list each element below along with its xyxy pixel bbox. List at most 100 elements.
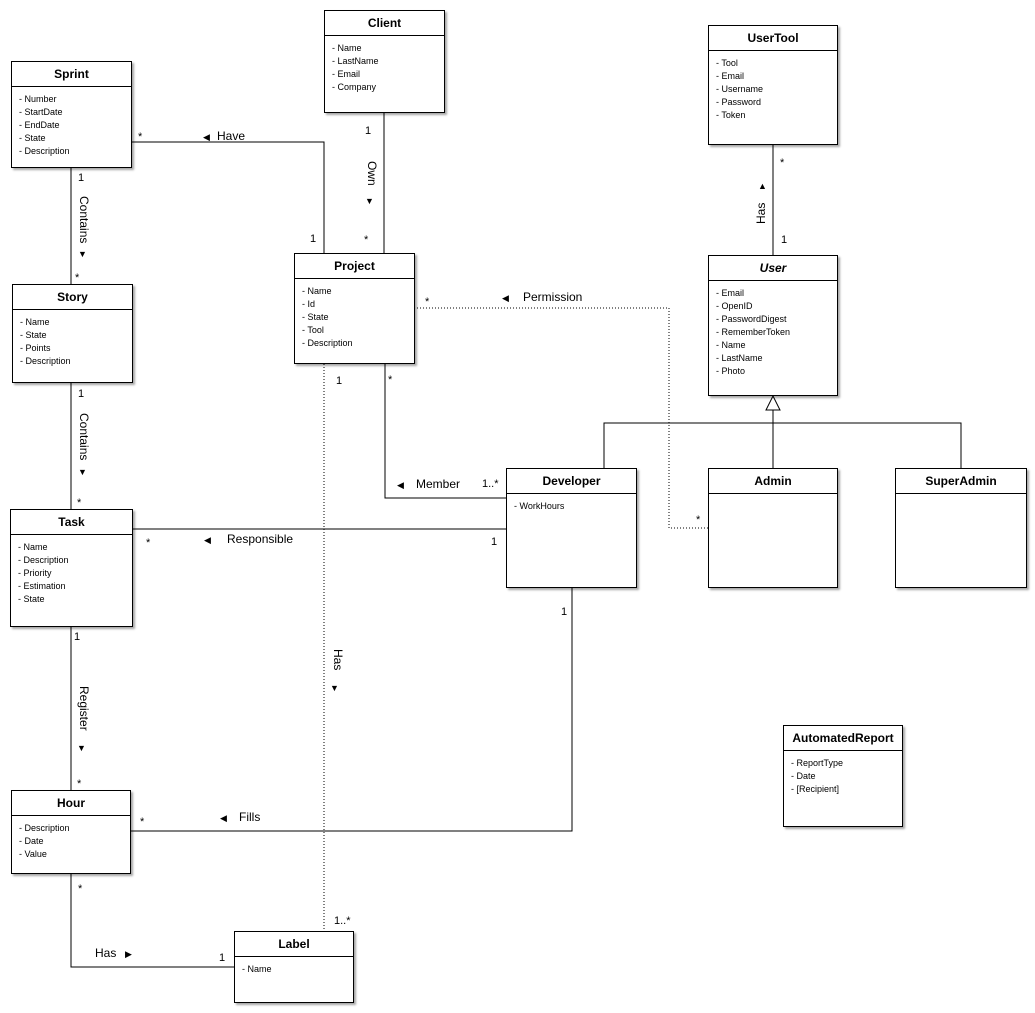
fills-label: Fills [239, 810, 261, 824]
class-project[interactable]: Project - Name - Id - State - Tool - Des… [294, 253, 415, 364]
fills-mult-hour: * [140, 816, 145, 828]
class-developer[interactable]: Developer - WorkHours [506, 468, 637, 588]
class-attribute: - Name [716, 340, 746, 350]
class-attribute: - Company [332, 82, 377, 92]
permission-mult-project: * [425, 296, 430, 308]
class-attribute: - Tool [302, 325, 324, 335]
class-user[interactable]: User - Email - OpenID - PasswordDigest -… [708, 255, 838, 396]
register-label: Register [77, 686, 91, 731]
class-attribute: - Date [791, 771, 816, 781]
have-mult-project: 1 [310, 233, 317, 245]
class-sprint[interactable]: Sprint - Number - StartDate - EndDate - … [11, 61, 132, 168]
fills-line [131, 588, 573, 832]
generalization-branch [603, 422, 962, 468]
class-client-attributes: - Name - LastName - Email - Company [325, 36, 444, 94]
class-hour-title: Hour [12, 791, 130, 816]
class-attribute: - Estimation [18, 581, 66, 591]
hour-label-line [70, 874, 234, 968]
left-arrow-icon: ◀ [397, 480, 404, 490]
story-contains-mult-story: 1 [78, 388, 85, 400]
class-attribute: - Name [332, 43, 362, 53]
class-attribute: - Points [20, 343, 51, 353]
class-usertool-attributes: - Tool - Email - Username - Password - T… [709, 51, 837, 122]
class-hour[interactable]: Hour - Description - Date - Value [11, 790, 131, 874]
usertool-has-mult-usertool: * [780, 157, 785, 169]
class-client-title: Client [325, 11, 444, 36]
sprint-contains-mult-sprint: 1 [78, 172, 85, 184]
class-attribute: - Email [716, 71, 745, 81]
class-label[interactable]: Label - Name [234, 931, 354, 1003]
class-attribute: - LastName [716, 353, 763, 363]
class-attribute: - Id [302, 299, 316, 309]
class-superadmin-title: SuperAdmin [896, 469, 1026, 494]
responsible-mult-task: * [146, 537, 151, 549]
member-mult-developer: 1..* [482, 478, 499, 490]
class-attribute: - Description [19, 823, 70, 833]
register-mult-task: 1 [74, 631, 81, 643]
class-hour-attributes: - Description - Date - Value [12, 816, 130, 861]
member-label: Member [416, 477, 461, 491]
class-story[interactable]: Story - Name - State - Points - Descript… [12, 284, 133, 383]
sprint-contains-mult-story: * [75, 272, 80, 284]
own-mult-client: 1 [365, 125, 372, 137]
project-label-has-mult-project: 1 [336, 375, 343, 387]
permission-mult-admin: * [696, 514, 701, 526]
class-attribute: - Username [716, 84, 764, 94]
class-task-attributes: - Name - Description - Priority - Estima… [11, 535, 132, 606]
class-attribute: - EndDate [19, 120, 60, 130]
down-arrow-icon: ▼ [78, 249, 87, 259]
class-attribute: - State [302, 312, 329, 322]
class-developer-attributes: - WorkHours [507, 494, 636, 513]
class-sprint-title: Sprint [12, 62, 131, 87]
class-user-attributes: - Email - OpenID - PasswordDigest - Reme… [709, 281, 837, 378]
sprint-contains-label: Contains [77, 196, 91, 244]
have-mult-sprint: * [138, 131, 143, 143]
story-contains-mult-task: * [77, 497, 82, 509]
class-attribute: - LastName [332, 56, 379, 66]
class-attribute: - ReportType [791, 758, 844, 768]
class-attribute: - PasswordDigest [716, 314, 787, 324]
class-admin-title: Admin [709, 469, 837, 494]
class-story-attributes: - Name - State - Points - Description [13, 310, 132, 368]
up-arrow-icon: ▲ [758, 181, 767, 191]
hour-label-has-label: Has [95, 946, 117, 960]
down-arrow-icon: ▼ [365, 196, 374, 206]
class-attribute: - Priority [18, 568, 52, 578]
project-label-has-mult-label: 1..* [334, 915, 351, 927]
class-attribute: - OpenID [716, 301, 753, 311]
class-superadmin[interactable]: SuperAdmin [895, 468, 1027, 588]
class-task-title: Task [11, 510, 132, 535]
class-attribute: - Value [19, 849, 47, 859]
class-usertool[interactable]: UserTool - Tool - Email - Username - Pas… [708, 25, 838, 145]
left-arrow-icon: ◀ [220, 813, 227, 823]
class-attribute: - State [20, 330, 47, 340]
class-attribute: - Description [19, 146, 70, 156]
class-client[interactable]: Client - Name - LastName - Email - Compa… [324, 10, 445, 113]
member-mult-project: * [388, 374, 393, 386]
class-usertool-title: UserTool [709, 26, 837, 51]
own-mult-project: * [364, 234, 369, 246]
down-arrow-icon: ▼ [330, 683, 339, 693]
responsible-label: Responsible [227, 532, 294, 546]
class-story-title: Story [13, 285, 132, 310]
class-automatedreport-attributes: - ReportType - Date - [Recipient] [784, 751, 902, 796]
class-attribute: - Description [18, 555, 69, 565]
down-arrow-icon: ▼ [77, 743, 86, 753]
class-task[interactable]: Task - Name - Description - Priority - E… [10, 509, 133, 627]
class-project-title: Project [295, 254, 414, 279]
class-attribute: - Description [20, 356, 71, 366]
class-admin[interactable]: Admin [708, 468, 838, 588]
class-sprint-attributes: - Number - StartDate - EndDate - State -… [12, 87, 131, 158]
class-automatedreport-title: AutomatedReport [784, 726, 902, 751]
class-automatedreport[interactable]: AutomatedReport - ReportType - Date - [R… [783, 725, 903, 827]
right-arrow-icon: ▶ [125, 949, 132, 959]
class-attribute: - State [19, 133, 46, 143]
class-attribute: - RememberToken [716, 327, 791, 337]
story-contains-label: Contains [77, 413, 91, 461]
responsible-mult-developer: 1 [491, 536, 498, 548]
register-mult-hour: * [77, 778, 82, 790]
project-label-has-label: Has [331, 649, 345, 671]
class-label-attributes: - Name [235, 957, 353, 976]
class-user-title: User [709, 256, 837, 281]
